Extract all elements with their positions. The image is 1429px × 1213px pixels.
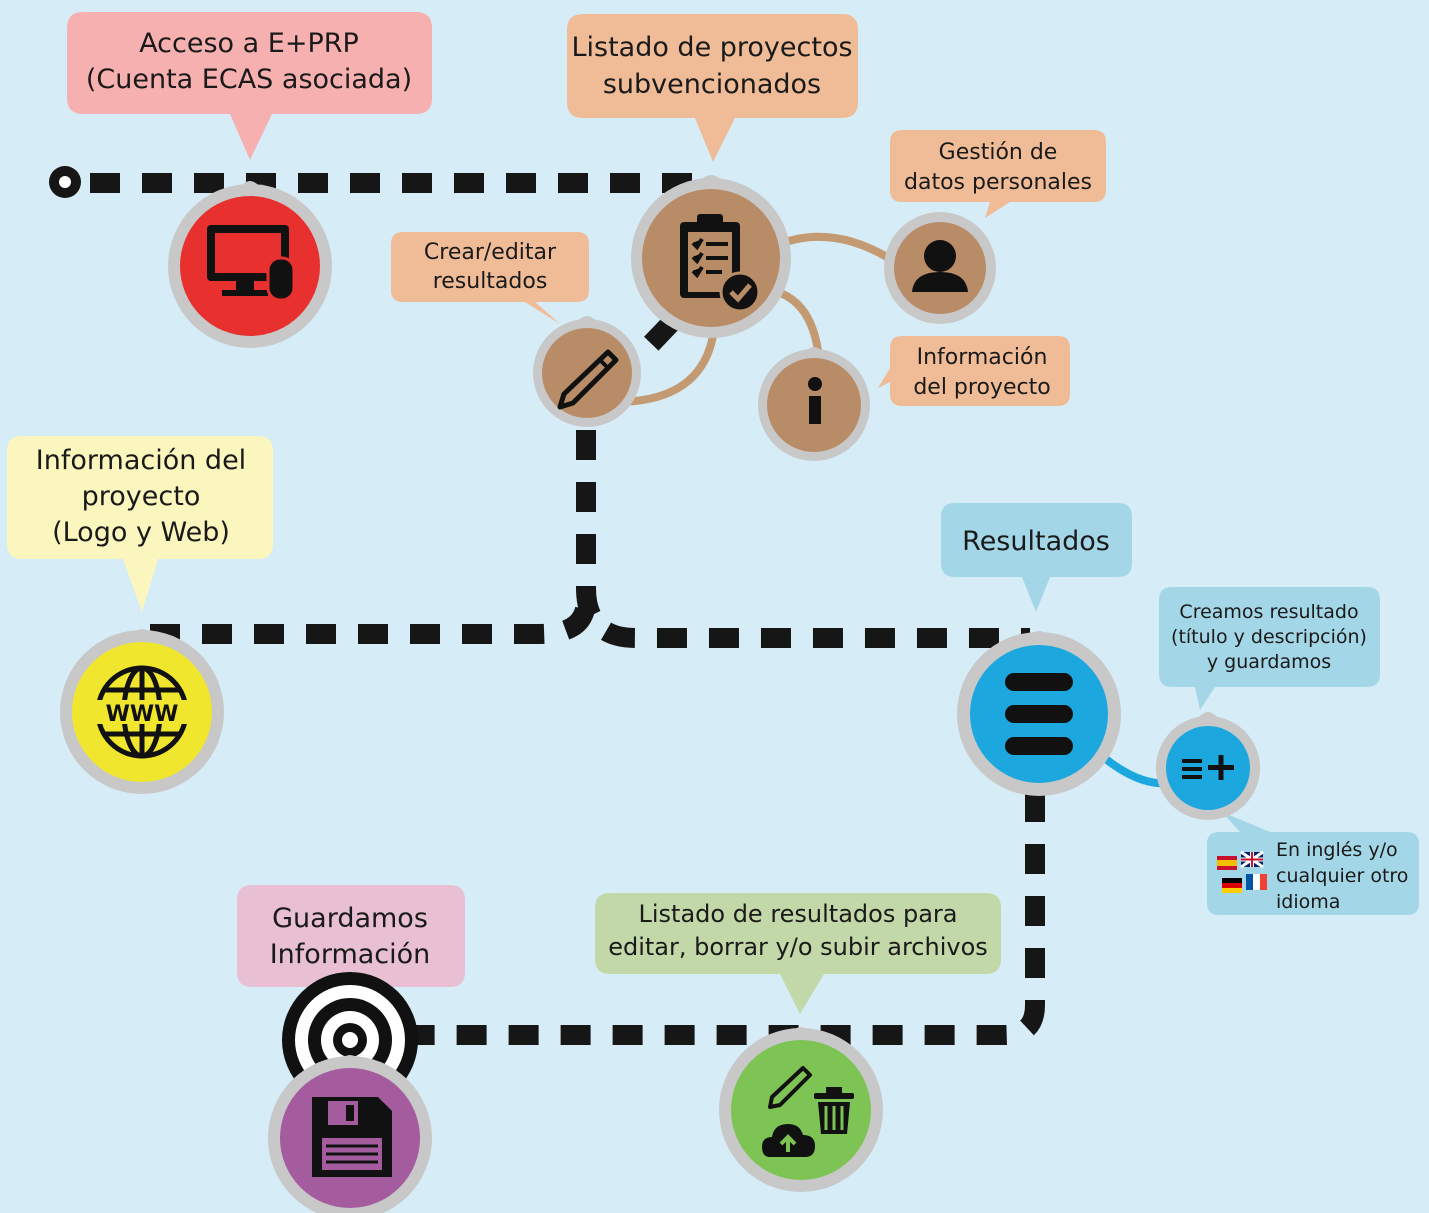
bubble-info-logo-web: Información del proyecto (Logo y Web) <box>7 436 273 612</box>
pencil-icon <box>557 349 619 410</box>
listado-line-2: subvencionados <box>603 69 821 100</box>
guardamos-line-2: Información <box>270 939 431 970</box>
listado-resultados-line-1: Listado de resultados para <box>638 900 957 928</box>
idioma-line-1: En inglés y/o <box>1276 839 1398 861</box>
path-dashes <box>90 173 1045 1045</box>
idioma-line-2: cualquier otro <box>1276 865 1408 887</box>
www-globe-icon: WWW <box>92 665 192 759</box>
bubble-crear: Crear/editar resultados <box>391 232 589 324</box>
bubble-crear-shape <box>391 232 589 324</box>
info-node[interactable] <box>758 347 870 461</box>
crear-line-1: Crear/editar <box>424 240 557 265</box>
crear-line-2: resultados <box>433 269 548 294</box>
bubble-idioma: En inglés y/o cualquier otro idioma <box>1207 812 1419 915</box>
language-flags-icon <box>1217 850 1267 893</box>
acceso-line-1: Acceso a E+PRP <box>139 28 359 59</box>
edit-delete-upload-icon <box>762 1066 854 1157</box>
info-logo-web-line-3: (Logo y Web) <box>52 517 230 548</box>
svg-text:WWW: WWW <box>106 702 179 727</box>
resultados-line-1: Resultados <box>962 526 1110 557</box>
bubble-resultados-shape <box>941 503 1132 612</box>
bubble-listado-shape <box>567 14 858 162</box>
small-pencil-icon <box>768 1066 812 1109</box>
www-branch-dash <box>150 599 596 644</box>
info-icon <box>808 377 822 424</box>
clipboard-node[interactable] <box>631 175 791 338</box>
save-node[interactable] <box>268 1055 432 1213</box>
results-node[interactable] <box>957 631 1121 796</box>
listado-resultados-line-2: editar, borrar y/o subir archivos <box>608 933 988 961</box>
bubble-gestion: Gestión de datos personales <box>890 130 1106 218</box>
creamos-line-3: y guardamos <box>1207 651 1331 673</box>
pencil-node[interactable] <box>533 316 641 427</box>
guardamos-line-1: Guardamos <box>272 903 428 934</box>
user-icon <box>912 240 968 292</box>
bubble-acceso: Acceso a E+PRP (Cuenta ECAS asociada) <box>67 12 432 160</box>
gestion-line-2: datos personales <box>904 170 1092 195</box>
bubble-listado: Listado de proyectos subvencionados <box>567 14 858 162</box>
bottom-dashed-path <box>410 792 1045 1045</box>
bubble-acceso-shape <box>67 12 432 160</box>
idioma-line-3: idioma <box>1276 891 1340 913</box>
info-proyecto-line-1: Información <box>917 345 1048 370</box>
edit-delete-upload-node[interactable] <box>719 1027 883 1192</box>
computer-mouse-icon <box>207 225 296 302</box>
acceso-line-2: (Cuenta ECAS asociada) <box>86 64 412 95</box>
bubble-listado-resultados-shape <box>595 893 1001 1014</box>
svg-text:Acceso a E+PRP(Cuenta ECAS aso: Acceso a E+PRP (Cuenta ECAS asociada) <box>86 28 412 95</box>
bubble-guardamos-shape <box>237 885 465 1030</box>
middle-dashed-path <box>576 430 1030 648</box>
svg-text:Creamos resultado(título y des: Creamos resultado (título y descripción) y… <box>1171 601 1367 673</box>
computer-node[interactable] <box>168 181 332 348</box>
info-logo-web-line-1: Información del <box>36 445 246 476</box>
bubble-listado-resultados: Listado de resultados para editar, borrar… <box>595 893 1001 1014</box>
info-logo-web-line-2: proyecto <box>82 481 201 512</box>
floppy-disk-icon <box>312 1097 392 1177</box>
bubble-info-logo-web-shape <box>7 436 273 612</box>
start-marker <box>49 166 81 198</box>
list-add-icon <box>1182 755 1234 780</box>
clipboard-to-pencil-dash <box>642 315 680 352</box>
bubble-resultados: Resultados <box>941 503 1132 612</box>
bubble-info-proyecto: Información del proyecto <box>878 336 1070 406</box>
trash-icon <box>814 1087 854 1134</box>
bubble-gestion-shape <box>890 130 1106 218</box>
user-node[interactable] <box>884 212 996 324</box>
gestion-line-1: Gestión de <box>939 140 1058 165</box>
creamos-line-2: (título y descripción) <box>1171 626 1367 648</box>
listado-line-1: Listado de proyectos <box>571 32 852 63</box>
info-proyecto-line-2: del proyecto <box>913 375 1050 400</box>
bubble-creamos-shape <box>1159 587 1380 710</box>
add-list-node[interactable] <box>1156 712 1260 820</box>
clipboard-check-icon <box>680 214 761 313</box>
bubble-info-proyecto-shape <box>878 336 1070 406</box>
cloud-upload-icon <box>762 1124 815 1157</box>
creamos-line-1: Creamos resultado <box>1179 601 1358 623</box>
bubble-creamos: Creamos resultado (título y descripción) y… <box>1159 587 1380 710</box>
list-icon <box>1005 673 1073 755</box>
www-node[interactable]: WWW <box>60 629 224 794</box>
